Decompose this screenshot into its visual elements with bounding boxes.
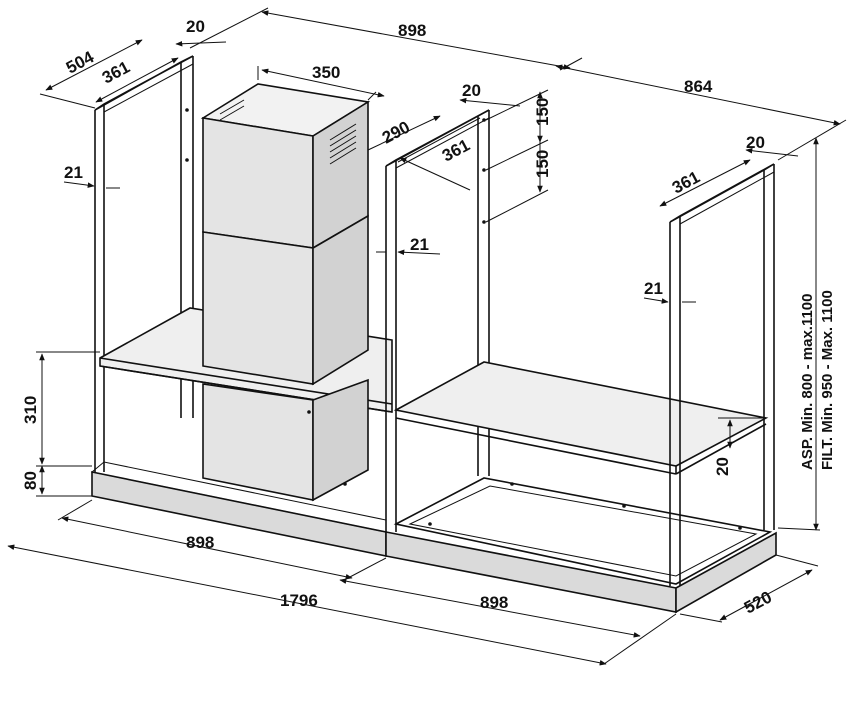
right-frame [393,163,775,586]
dim-post-thickness-left: 21 [64,163,83,182]
dim-width-right-top: 864 [684,77,713,96]
dim-height-310: 310 [21,396,40,424]
dim-chimney-width: 350 [312,63,340,82]
dim-depth-left-inner: 361 [99,57,133,87]
dim-height-80: 80 [21,471,40,490]
dim-shelf-rail: 20 [713,457,732,476]
dim-right-depth-inner: 361 [669,167,703,197]
chimney-hood [200,83,371,502]
dim-mid-post: 20 [462,81,481,100]
dim-right-post: 20 [746,133,765,152]
dim-post-thickness-mid: 21 [410,235,429,254]
dim-width-top: 898 [398,21,426,40]
height-note-filt: FILT. Min. 950 - Max. 1100 [819,290,836,470]
vent-grille [219,99,357,165]
dim-chimney-depth: 290 [379,117,413,147]
dim-depth-left: 504 [63,47,97,77]
middle-frame [385,109,490,532]
left-frame [94,55,194,472]
dim-width-bottom-right: 898 [480,593,508,612]
shelf-right [393,361,769,467]
dim-mid-depth-inner: 361 [439,135,473,165]
dim-depth-base: 520 [741,587,775,617]
dimension-lines [7,7,847,666]
dim-post-thickness-right: 21 [644,279,663,298]
dim-hole-spacing-1: 150 [533,98,552,126]
dim-post-left-top: 20 [186,17,205,36]
dim-hole-spacing-2: 150 [533,150,552,178]
dim-width-bottom-left: 898 [186,533,214,552]
height-note-asp: ASP. Min. 800 - max.1100 [799,294,816,471]
dim-width-total: 1796 [280,591,318,610]
